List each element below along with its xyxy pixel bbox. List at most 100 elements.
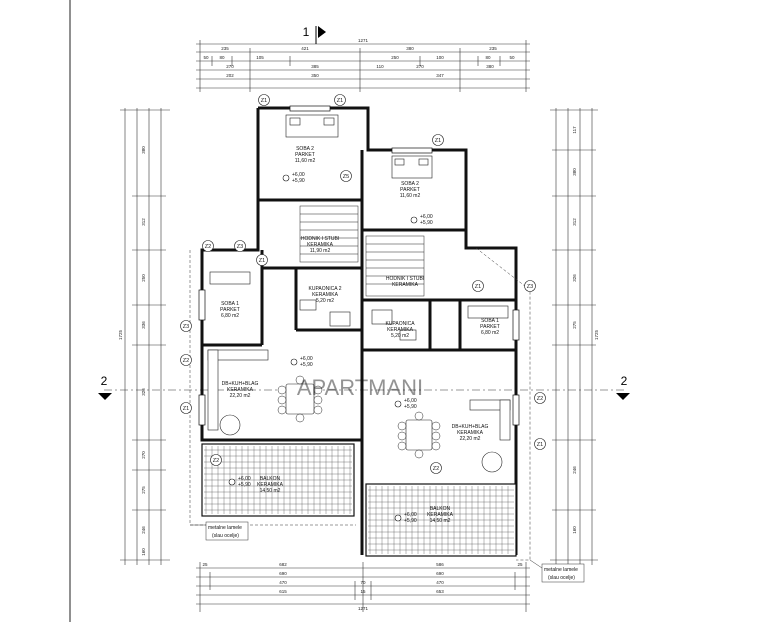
top-dim-r3-3: 110 bbox=[376, 64, 384, 69]
room-name: SOBA 2 bbox=[401, 181, 419, 187]
vertical-dim-label: 275 bbox=[572, 321, 577, 329]
level-marker-icon bbox=[410, 216, 418, 224]
section-label-left: 2 bbox=[101, 374, 108, 388]
tag-bubble-label: Z1 bbox=[537, 442, 543, 448]
room-floor: KERAMIKA bbox=[307, 242, 334, 248]
note-left: metalne lamele (slau ocelje) bbox=[190, 521, 249, 541]
tag-bubble bbox=[180, 354, 192, 366]
top-dim-4: 235 bbox=[489, 46, 497, 51]
vertical-dim-label: 270 bbox=[141, 451, 146, 459]
bottom-dim-r2-1: 690 bbox=[279, 571, 287, 576]
vertical-dim-label: 246 bbox=[572, 466, 577, 474]
level-marker-icon bbox=[394, 400, 402, 408]
top-total-dim: 1271 bbox=[358, 38, 369, 43]
top-dim-1: 235 bbox=[221, 46, 229, 51]
tag-bubble bbox=[256, 254, 268, 266]
bottom-dim-r3-1: 470 bbox=[279, 580, 287, 585]
level-marker-icon bbox=[282, 174, 290, 182]
tag-bubble bbox=[340, 170, 352, 182]
note-right-line1: metalne lamele bbox=[544, 567, 578, 573]
section-label-right: 2 bbox=[621, 374, 628, 388]
tag-bubble bbox=[534, 392, 546, 404]
tag-bubble bbox=[258, 94, 270, 106]
room-name: KUPAONICA bbox=[385, 321, 415, 327]
vertical-total-dim: 1725 bbox=[594, 329, 599, 340]
room-area: 11,90 m2 bbox=[310, 248, 331, 254]
room-floor: KERAMIKA bbox=[227, 387, 254, 393]
room-name: DB+KUH+BLAG bbox=[222, 381, 259, 387]
top-dim-3: 380 bbox=[406, 46, 414, 51]
top-dim-r3-4: 270 bbox=[416, 64, 424, 69]
vertical-dim-label: 160 bbox=[141, 548, 146, 556]
right-dimension-lines bbox=[550, 108, 598, 565]
room-name: SOBA 1 bbox=[481, 318, 499, 324]
vertical-dim-label: 336 bbox=[141, 321, 146, 329]
note-left-line2: (slau ocelje) bbox=[212, 533, 239, 539]
room-floor: PARKET bbox=[480, 324, 500, 330]
tag-bubble bbox=[432, 134, 444, 146]
tag-bubble-label: Z2 bbox=[183, 358, 189, 364]
vertical-dim-label: 117 bbox=[572, 126, 577, 134]
note-right: metalne lamele (slau ocelje) bbox=[529, 559, 585, 583]
bottom-dim-r2-2: 690 bbox=[436, 571, 444, 576]
level-marker-icon bbox=[394, 514, 402, 522]
room-floor: KERAMIKA bbox=[392, 282, 419, 288]
level-value: +5,90 bbox=[238, 482, 251, 488]
top-dim-r3-1: 270 bbox=[226, 64, 234, 69]
level-value: +5,90 bbox=[292, 178, 305, 184]
level-value: +6,00 bbox=[404, 398, 417, 404]
room-area: 5,20 m2 bbox=[391, 333, 409, 339]
bottom-dim-r3-3: 470 bbox=[436, 580, 444, 585]
vertical-dim-label: 312 bbox=[141, 218, 146, 226]
vertical-dim-label: 326 bbox=[141, 388, 146, 396]
tag-bubble-label: Z2 bbox=[205, 244, 211, 250]
section-marker-top bbox=[315, 26, 326, 44]
tag-bubble-label: Z3 bbox=[183, 324, 189, 330]
vertical-total-dim: 1725 bbox=[118, 329, 123, 340]
tag-bubble-label: Z5 bbox=[343, 174, 349, 180]
windows bbox=[198, 105, 520, 426]
tag-bubble bbox=[234, 240, 246, 252]
vertical-dim-label: 246 bbox=[141, 526, 146, 534]
tag-bubble-label: Z2 bbox=[213, 458, 219, 464]
bottom-dim-r4-3: 653 bbox=[436, 589, 444, 594]
balcony-left bbox=[201, 443, 355, 517]
top-dimension-lines bbox=[196, 40, 530, 92]
room-floor: KERAMIKA bbox=[387, 327, 414, 333]
room-floor: KERAMIKA bbox=[312, 292, 339, 298]
room-area: 11,60 m2 bbox=[400, 193, 421, 199]
top-dim-r2-2: 80 bbox=[219, 55, 225, 60]
room-area: 22,20 m2 bbox=[230, 393, 251, 399]
room-floor: PARKET bbox=[400, 187, 420, 193]
vertical-dim-label: 250 bbox=[141, 274, 146, 282]
tag-bubble bbox=[334, 94, 346, 106]
room-floor: KERAMIKA bbox=[427, 512, 454, 518]
room-area: 6,80 m2 bbox=[221, 313, 239, 319]
level-value: +5,90 bbox=[300, 362, 313, 368]
bottom-dimension-labels: 25 682 586 25 690 690 470 70 470 615 15 … bbox=[202, 562, 523, 611]
level-value: +6,00 bbox=[238, 476, 251, 482]
bottom-dim-r3-2: 70 bbox=[360, 580, 366, 585]
room-area: 14,50 m2 bbox=[430, 518, 451, 524]
tag-bubble bbox=[430, 462, 442, 474]
vertical-dim-label: 380 bbox=[572, 168, 577, 176]
furniture bbox=[207, 114, 511, 473]
tag-bubble-label: Z1 bbox=[183, 406, 189, 412]
section-line-2 bbox=[98, 389, 630, 400]
tag-bubble bbox=[210, 454, 222, 466]
level-value: +6,00 bbox=[404, 512, 417, 518]
room-name: HODNIK I STUBI bbox=[386, 276, 424, 282]
top-dim-r2-6: 80 bbox=[485, 55, 491, 60]
level-value: +6,00 bbox=[420, 214, 433, 220]
section-label-top: 1 bbox=[303, 25, 310, 39]
room-area: 11,60 m2 bbox=[295, 158, 316, 164]
top-dim-r2-3: 105 bbox=[256, 55, 264, 60]
room-name: KUPAONICA 2 bbox=[309, 286, 342, 292]
left-dimension-lines bbox=[120, 108, 170, 565]
vertical-dim-label: 326 bbox=[572, 274, 577, 282]
tag-bubble bbox=[180, 402, 192, 414]
tag-bubble bbox=[472, 280, 484, 292]
level-markers: +6,00+5,90+6,00+5,90+6,00+5,90+6,00+5,90… bbox=[228, 172, 433, 524]
